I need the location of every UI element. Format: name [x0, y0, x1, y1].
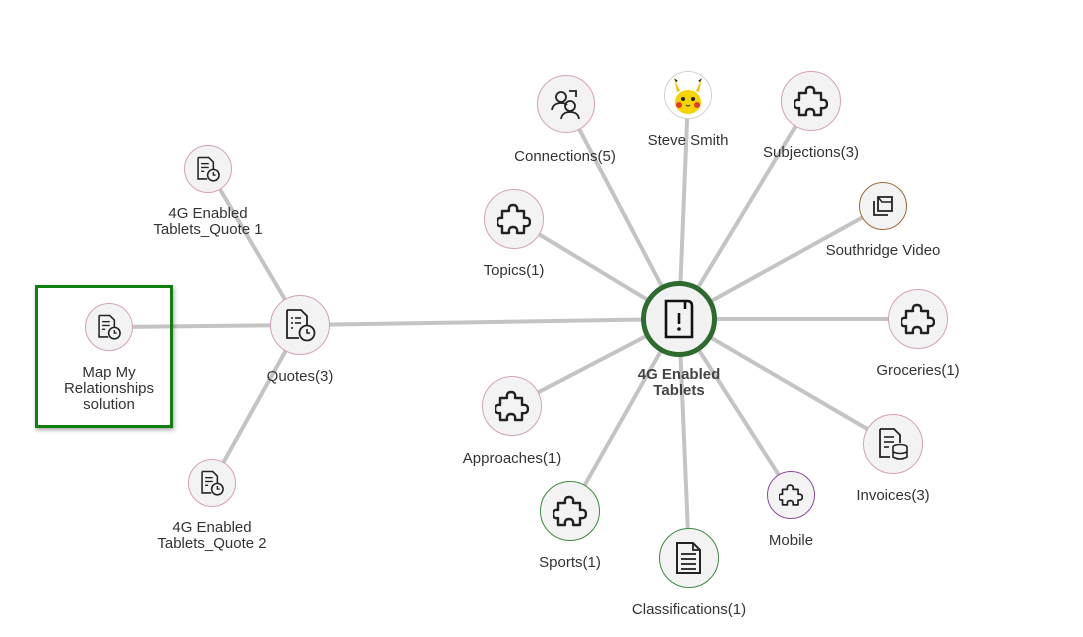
invoice-icon: [879, 428, 908, 460]
quote-icon: [98, 314, 121, 340]
owner-avatar-node[interactable]: [664, 71, 712, 119]
approaches-label: Approaches(1): [462, 450, 562, 467]
video-label: Southridge Video: [825, 242, 941, 259]
topics-node[interactable]: [484, 189, 544, 249]
puzzle-icon: [553, 495, 587, 527]
approaches-node[interactable]: [482, 376, 542, 436]
connections-label: Connections(5): [514, 148, 616, 165]
selected-node-highlight: [35, 285, 173, 428]
subjections-label: Subjections(3): [763, 144, 859, 161]
connections-node[interactable]: [537, 75, 595, 133]
quotes-node[interactable]: [270, 295, 330, 355]
solution-label: Map My Relationships solution: [63, 364, 155, 413]
sports-label: Sports(1): [539, 554, 601, 571]
edge-center-invoices: [677, 317, 895, 446]
subjections-node[interactable]: [781, 71, 841, 131]
quote-2-label: 4G Enabled Tablets_Quote 2: [157, 519, 267, 552]
sports-node[interactable]: [540, 481, 600, 541]
groceries-label: Groceries(1): [876, 362, 960, 379]
quote-icon: [197, 156, 220, 182]
people-icon: [551, 90, 580, 120]
solution-node[interactable]: [85, 303, 133, 351]
mobile-node[interactable]: [767, 471, 815, 519]
quote-1-label: 4G Enabled Tablets_Quote 1: [153, 205, 263, 238]
invoices-label: Invoices(3): [856, 487, 930, 504]
puzzle-icon: [794, 85, 828, 117]
edge-center-connections: [564, 102, 681, 321]
classifications-node[interactable]: [659, 528, 719, 588]
puzzle-icon: [497, 203, 531, 235]
document-stack-icon: [873, 196, 893, 216]
topics-label: Topics(1): [483, 262, 545, 279]
quote-2-node[interactable]: [188, 459, 236, 507]
edge-center-quotes: [298, 317, 681, 327]
owner-label: Steve Smith: [647, 132, 729, 149]
avatar: [665, 72, 711, 118]
mobile-label: Mobile: [768, 532, 814, 549]
video-node[interactable]: [859, 182, 907, 230]
groceries-node[interactable]: [888, 289, 948, 349]
edge-center-subjections: [677, 99, 813, 321]
puzzle-icon: [779, 484, 803, 506]
edge-quotes-solution: [112, 323, 302, 329]
edge-center-video: [677, 204, 885, 321]
invoices-node[interactable]: [863, 414, 923, 474]
quotes-label: Quotes(3): [266, 368, 334, 385]
quote-1-node[interactable]: [184, 145, 232, 193]
center-node-4g-enabled-tablets[interactable]: [641, 281, 717, 357]
quote-icon: [201, 470, 224, 496]
quote-icon: [286, 309, 316, 342]
classifications-label: Classifications(1): [631, 601, 747, 618]
puzzle-icon: [901, 303, 935, 335]
edge-center-classifications: [677, 317, 691, 560]
document-icon: [676, 542, 701, 574]
puzzle-icon: [495, 390, 529, 422]
opportunity-icon: [664, 299, 694, 339]
center-node-label: 4G Enabled Tablets: [637, 366, 721, 399]
